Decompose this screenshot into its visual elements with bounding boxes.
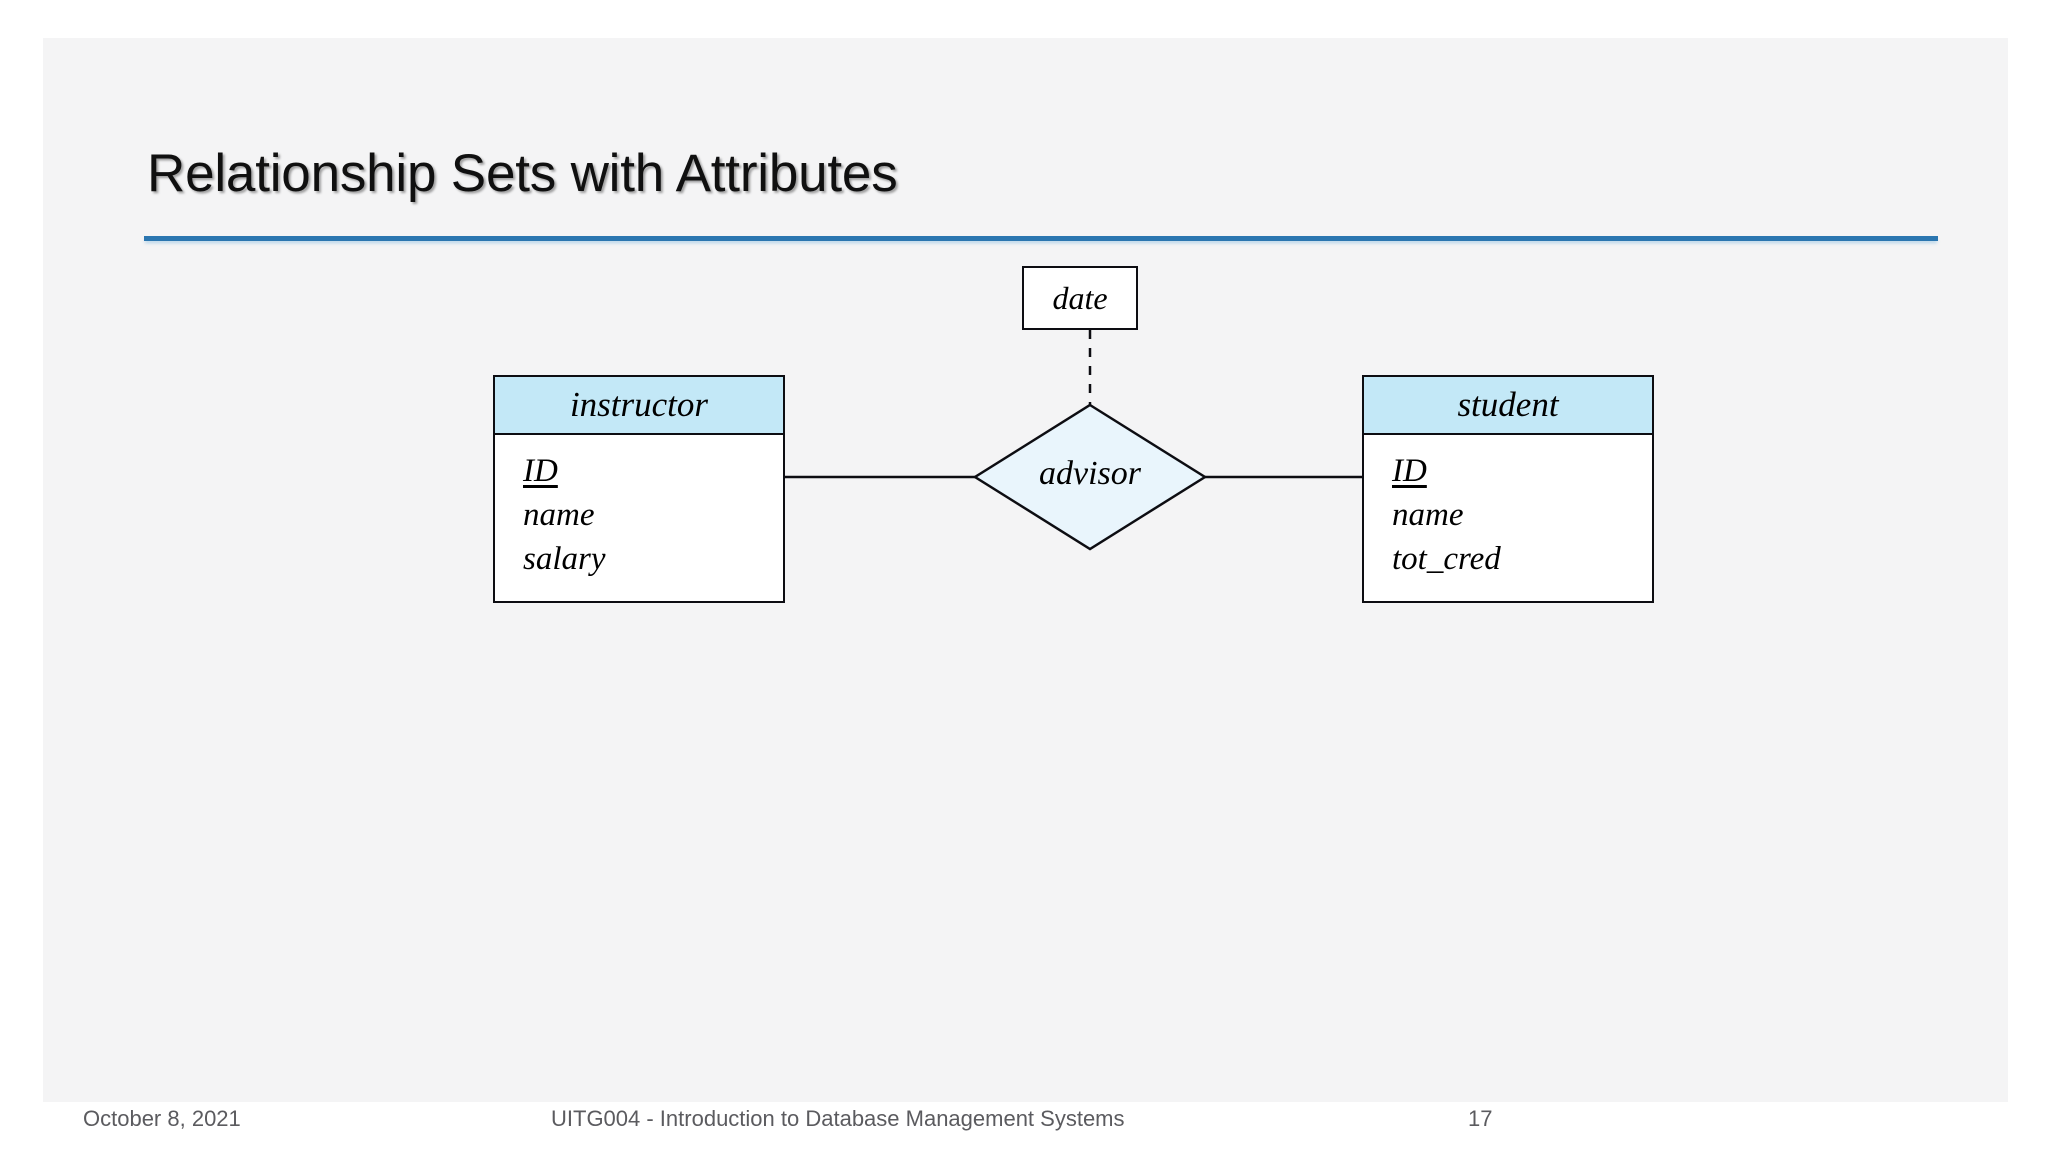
entity-header-student: student xyxy=(1364,377,1652,435)
entity-attributes-instructor: ID name salary xyxy=(495,435,783,581)
entity-box-instructor[interactable]: instructor ID name salary xyxy=(493,375,785,603)
entity-attribute-student-name: name xyxy=(1392,497,1464,533)
entity-box-student[interactable]: student ID name tot_cred xyxy=(1362,375,1654,603)
entity-header-instructor: instructor xyxy=(495,377,783,435)
entity-attribute-instructor-salary: salary xyxy=(523,541,606,577)
page-title: Relationship Sets with Attributes xyxy=(147,144,898,203)
footer-course-title: UITG004 - Introduction to Database Manag… xyxy=(551,1106,1125,1131)
slide-canvas: Relationship Sets with Attributes adviso… xyxy=(43,38,2008,1131)
entity-attribute-instructor-name: name xyxy=(523,497,595,533)
title-divider xyxy=(144,236,1938,241)
footer-page-number: 17 xyxy=(1468,1106,1493,1131)
entity-attribute-instructor-id: ID xyxy=(523,453,558,489)
er-connectors-svg xyxy=(785,330,1362,551)
entity-attribute-student-tot-cred: tot_cred xyxy=(1392,541,1501,577)
entity-attribute-student-id: ID xyxy=(1392,453,1427,489)
footer-date: October 8, 2021 xyxy=(83,1106,241,1131)
attribute-label-date: date xyxy=(1052,279,1108,316)
attribute-box-date[interactable]: date xyxy=(1022,266,1138,330)
entity-attributes-student: ID name tot_cred xyxy=(1364,435,1652,581)
er-diagram: advisor date instructor ID name salary s… xyxy=(43,38,2008,1102)
relationship-diamond-advisor[interactable] xyxy=(972,403,1208,551)
